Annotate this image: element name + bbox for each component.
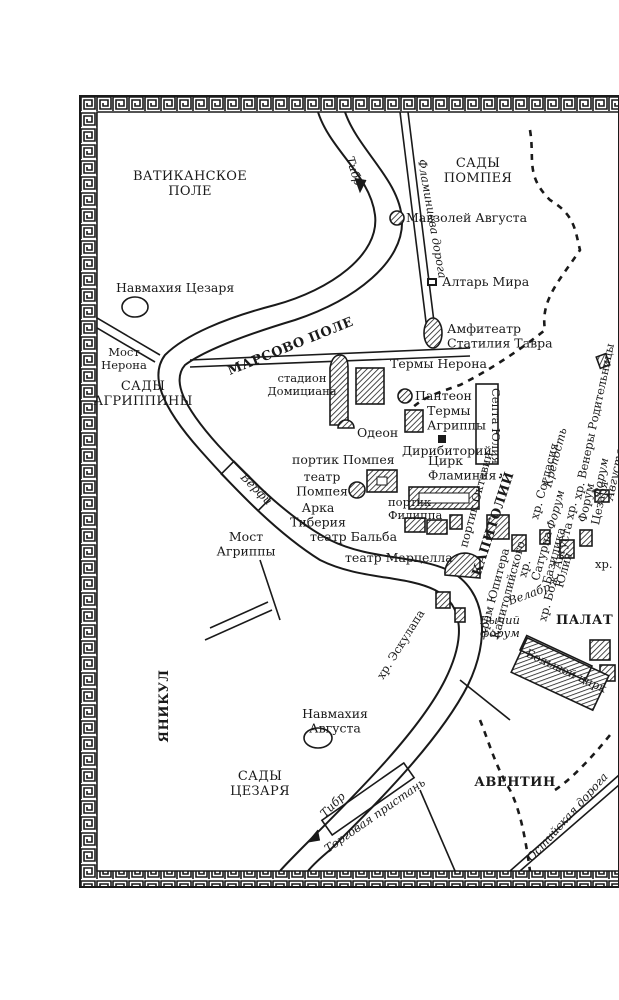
label-frames: [220, 383, 594, 837]
city-wall: [409, 129, 612, 871]
buildings: [329, 210, 616, 712]
label-line: ВАТИКАНСКОЕ: [133, 169, 247, 184]
label-temple-aesculapius: хр. Эскулапа: [374, 607, 428, 682]
label-line: хр.: [515, 558, 533, 579]
label-line: форум: [480, 626, 520, 640]
label-theatre-balbus: театр Бальба: [310, 529, 398, 544]
label-forum-augustus: ФорумАвгуста: [589, 445, 619, 503]
label-line: Статилия Тавра: [447, 335, 553, 350]
label-saepta-julia: Септа Юлия: [489, 388, 503, 464]
label-temple-short: хр.: [595, 557, 613, 571]
label-line: Домициана: [267, 384, 336, 398]
label-diribitorium: Дирибиторий: [402, 443, 492, 458]
label-line: Августа: [309, 720, 361, 735]
label-line: портик: [388, 495, 432, 509]
label-line: Агриппы: [217, 543, 276, 558]
label-line: театр: [304, 469, 341, 484]
label-line: ЦЕЗАРЯ: [230, 784, 290, 799]
label-line: Амфитеатр: [447, 321, 521, 336]
label-janiculum: ЯНИКУЛ: [157, 670, 172, 743]
label-line: САДЫ: [238, 769, 282, 784]
label-palatine: ПАЛАТ: [556, 613, 613, 628]
label-line: Арка: [302, 500, 335, 515]
label-line: хр.: [562, 501, 579, 521]
label-line: Цирк: [428, 453, 463, 468]
naumachia-caesar-basin: [121, 296, 149, 318]
label-emporium: Торговая пристань: [322, 775, 428, 855]
label-line: Агриппы: [427, 417, 486, 432]
label-line: Тиберия: [290, 514, 346, 529]
label-ara-pacis: Алтарь Мира: [442, 274, 530, 289]
label-line: стадион: [278, 371, 327, 385]
label-aventine: АВЕНТИН: [474, 775, 556, 790]
label-line: САДЫ: [456, 156, 500, 171]
decorative-border: [79, 95, 619, 888]
label-line: Мост: [229, 529, 263, 544]
label-line: Термы: [427, 403, 470, 418]
label-baths-nero: Термы Нерона: [390, 356, 488, 371]
label-shipyards: Верфи: [237, 470, 275, 508]
label-line: Помпея: [296, 483, 348, 498]
label-line: ПОЛЕ: [168, 184, 212, 199]
label-line: Бычий: [479, 613, 520, 627]
naumachia-augustus-basin: [303, 727, 333, 749]
label-line: АГРИППИНЫ: [93, 394, 192, 409]
label-odeon: Одеон: [357, 425, 398, 440]
label-tiber-north: Тибр: [343, 155, 366, 188]
label-naumachia-caesar: Навмахия Цезаря: [116, 280, 234, 295]
label-line: Филиппа: [388, 508, 443, 522]
label-line: ПОМПЕЯ: [444, 171, 512, 186]
label-theatre-marcellus: театр Марцелла: [345, 550, 453, 565]
label-line: Фламиния: [428, 467, 496, 482]
label-mausoleum-augustus: Мавзолей Августа: [406, 210, 528, 225]
label-pantheon: Пантеон: [415, 388, 472, 403]
label-portico-pompey: портик Помпея: [292, 452, 395, 467]
flow-arrow-north: [354, 177, 367, 194]
label-line: Нерона: [101, 358, 147, 372]
roads: [97, 112, 619, 871]
landmark-labels: Навмахия Цезаря Мавзолей Августа Алтарь …: [101, 210, 619, 855]
flow-arrow-south: [306, 829, 321, 843]
label-line: Навмахия: [302, 706, 368, 721]
label-line: Мост: [108, 345, 140, 359]
label-line: САДЫ: [121, 379, 165, 394]
